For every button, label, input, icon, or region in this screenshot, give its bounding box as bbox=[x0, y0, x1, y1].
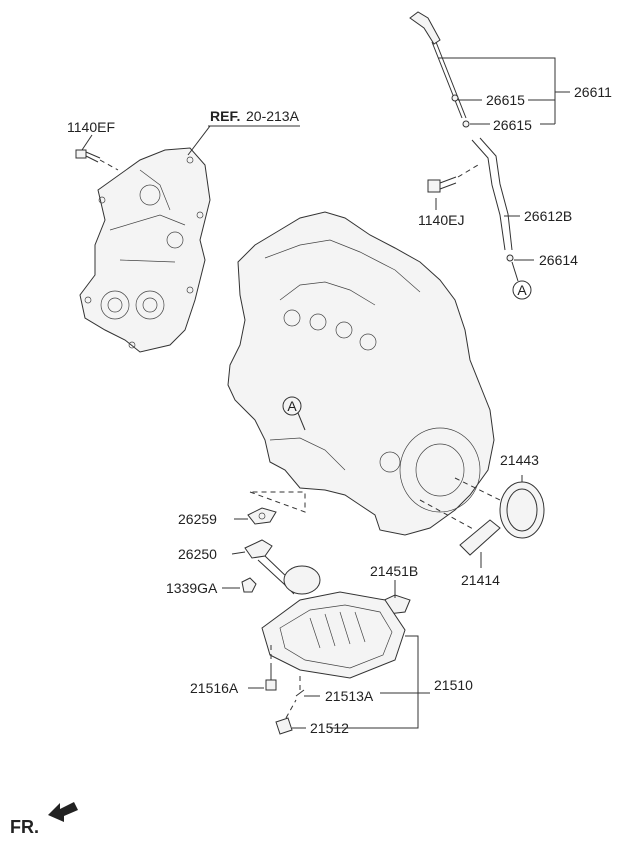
label-21512: 21512 bbox=[310, 720, 349, 736]
bolt-21516a-drawing bbox=[265, 645, 277, 691]
label-26614: 26614 bbox=[539, 252, 578, 268]
washer-21513a-drawing bbox=[295, 675, 305, 697]
label-26615-lower: 26615 bbox=[493, 117, 532, 133]
callout-a-label-tube: A bbox=[517, 282, 527, 298]
label-21443: 21443 bbox=[500, 452, 539, 468]
label-26259: 26259 bbox=[178, 511, 217, 527]
label-1140ej: 1140EJ bbox=[418, 212, 464, 228]
front-direction-arrow bbox=[48, 802, 78, 822]
gasket-26259-drawing bbox=[247, 491, 306, 525]
oil-seal-21443-drawing bbox=[454, 475, 545, 539]
front-direction-label: FR. bbox=[10, 817, 39, 837]
bolt-1140ej-drawing bbox=[427, 164, 479, 193]
callout-a-label-block: A bbox=[287, 398, 297, 414]
oil-screen-26250-drawing bbox=[244, 539, 321, 595]
label-1339ga: 1339GA bbox=[166, 580, 218, 596]
label-21516a: 21516A bbox=[190, 680, 239, 696]
dipstick-tube-drawing bbox=[471, 137, 514, 262]
label-21451b: 21451B bbox=[370, 563, 418, 579]
bolt-1140ef-drawing bbox=[75, 149, 119, 171]
nut-1339ga-drawing bbox=[241, 577, 257, 593]
timing-cover-drawing bbox=[79, 147, 211, 353]
oil-pan-21510-drawing bbox=[261, 591, 406, 679]
label-26615-upper: 26615 bbox=[486, 92, 525, 108]
gasket-21414-drawing bbox=[419, 499, 501, 568]
engine-block-drawing bbox=[227, 211, 495, 536]
label-21513a: 21513A bbox=[325, 688, 374, 704]
label-26612b: 26612B bbox=[524, 208, 572, 224]
label-21414: 21414 bbox=[461, 572, 500, 588]
callout-a-block: A bbox=[282, 396, 306, 431]
callout-a-tube: A bbox=[511, 261, 532, 300]
ref-prefix: REF. bbox=[210, 108, 240, 124]
label-26250: 26250 bbox=[178, 546, 217, 562]
label-26611: 26611 bbox=[574, 84, 612, 100]
ref-code: 20-213A bbox=[246, 108, 300, 124]
label-1140ef: 1140EF bbox=[67, 119, 115, 135]
label-21510: 21510 bbox=[434, 677, 473, 693]
dipstick-drawing bbox=[409, 11, 470, 128]
plug-21512-drawing bbox=[275, 699, 297, 735]
